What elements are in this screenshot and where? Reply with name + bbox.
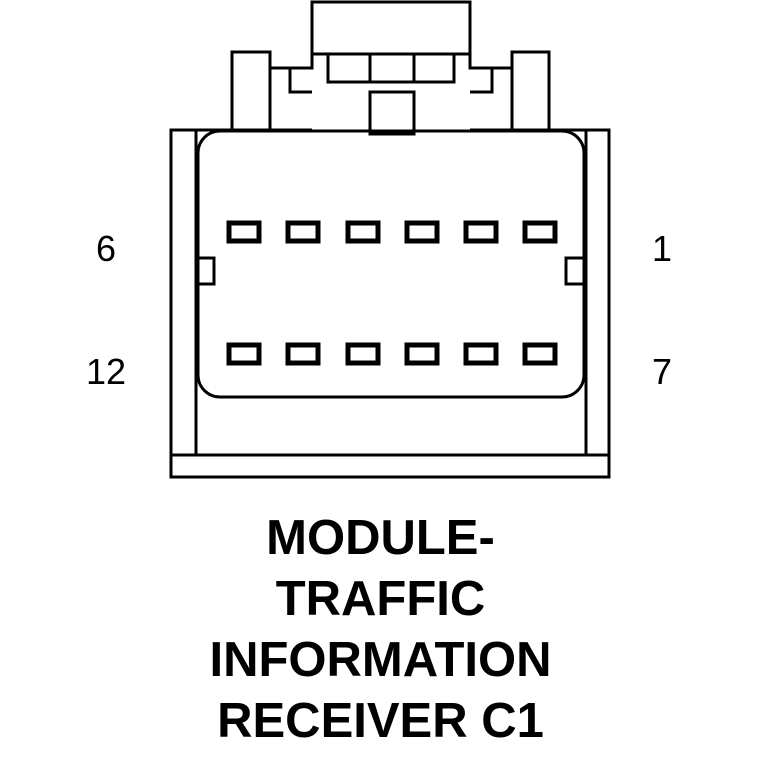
pin-label-top-left: 6: [96, 228, 116, 269]
pin-terminal: [345, 342, 381, 366]
pin-terminal: [404, 342, 440, 366]
pin-terminal: [404, 220, 440, 244]
right-notch: [470, 68, 494, 94]
pin-terminal: [522, 220, 558, 244]
pin-label-bottom-left: 12: [86, 351, 126, 392]
pin-terminal: [226, 220, 262, 244]
pin-terminal: [285, 220, 321, 244]
pin-terminal: [463, 220, 499, 244]
pin-label-bottom-right: 7: [652, 351, 672, 392]
pin-terminal: [463, 342, 499, 366]
caption-line-1: MODULE-: [266, 511, 495, 565]
key-right-block: [412, 54, 456, 84]
connector-caption: MODULE- TRAFFIC INFORMATION RECEIVER C1: [0, 508, 761, 752]
key-left-block: [326, 54, 372, 84]
caption-line-4: RECEIVER C1: [217, 694, 544, 748]
right-latch: [564, 256, 586, 286]
left-latch: [194, 256, 216, 286]
pin-terminal: [285, 342, 321, 366]
left-notch: [288, 68, 312, 94]
pin-terminal: [226, 342, 262, 366]
upper-shroud: [230, 50, 551, 130]
pin-terminal: [345, 220, 381, 244]
key-center: [368, 90, 416, 136]
pin-terminal: [522, 342, 558, 366]
caption-line-3: INFORMATION: [209, 633, 552, 687]
top-lock-tab: [310, 0, 472, 56]
pin-terminals: [226, 220, 558, 366]
housing-outline: [169, 128, 611, 479]
pin-label-top-right: 1: [652, 228, 672, 269]
connector-body: [169, 0, 611, 479]
caption-line-2: TRAFFIC: [275, 572, 486, 626]
